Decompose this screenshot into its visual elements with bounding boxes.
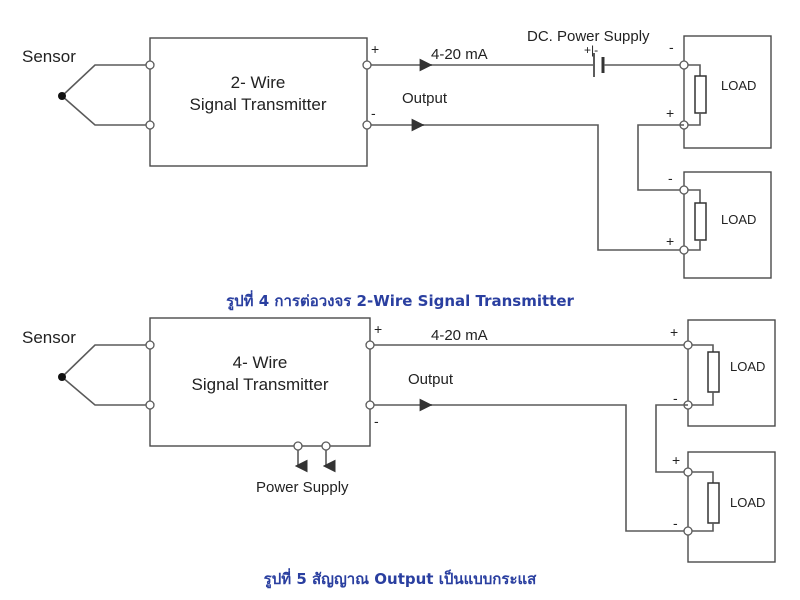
input-terminal-top [145,60,155,70]
output-terminal-minus [365,400,375,410]
plus-sign: + [374,321,382,337]
load2-resistor [707,482,720,524]
diagram-4-wire: Sensor 4- Wire Signal Transmitter + - Po… [22,317,776,589]
output-wire-minus [374,404,688,532]
load1-resistor [694,75,707,114]
load2-plus-sign: + [666,233,674,249]
load-box-1 [687,319,776,427]
load2-minus-sign: - [673,515,678,531]
output-label: Output [408,371,454,388]
current-label: 4-20 mA [431,327,488,344]
load2-terminal-plus [683,467,693,477]
input-terminal-bottom [145,120,155,130]
load1-minus-sign: - [673,390,678,406]
sensor-wire-top [61,344,150,378]
sensor-junction-dot [58,373,66,381]
caption-figure-5: รูปที่ 5 สัญญาณ Output เป็นแบบกระแส [264,568,538,589]
sensor-label: Sensor [22,328,76,347]
sensor-wire-bottom [61,376,150,406]
sensor-wire-bottom [61,95,150,126]
output-wire-minus [371,124,684,251]
load1-label: LOAD [730,359,765,374]
minus-sign: - [371,105,376,121]
transmitter-box-2wire [149,37,368,167]
load2-lead-bottom [688,523,714,532]
load2-lead-top [684,189,701,203]
load2-label: LOAD [730,495,765,510]
load-box-2 [687,451,776,563]
load1-lead-top [688,344,714,352]
load2-minus-sign: - [668,170,673,186]
load2-resistor [694,202,707,241]
output-label: Output [402,90,448,107]
load2-label: LOAD [721,212,756,227]
supply-polarity-label: +|- [584,43,598,57]
load2-terminal-minus [679,185,689,195]
load2-plus-sign: + [672,452,680,468]
load1-label: LOAD [721,78,756,93]
load1-terminal-minus [679,60,689,70]
power-supply-label: Power Supply [256,479,349,496]
load-series-link-2 [655,404,688,473]
load1-resistor [707,351,720,393]
input-terminal-bottom [145,400,155,410]
load2-lead-top [688,471,714,483]
transmitter-title-line1: 2- Wire [231,73,286,92]
output-terminal-plus [365,340,375,350]
current-label: 4-20 mA [431,46,488,63]
input-terminal-top [145,340,155,350]
transmitter-box-4wire [149,317,371,447]
transmitter-title-line1: 4- Wire [233,353,288,372]
load1-plus-sign: + [666,105,674,121]
load1-minus-sign: - [669,39,674,55]
load1-plus-sign: + [670,324,678,340]
output-terminal-plus [362,60,372,70]
load2-lead-bottom [684,240,701,251]
output-terminal-minus [362,120,372,130]
power-terminal-1 [293,441,303,451]
minus-sign: - [374,413,379,429]
sensor-wire-top [61,64,150,97]
load2-terminal-minus [683,526,693,536]
caption-figure-4: รูปที่ 4 การต่อวงจร 2-Wire Signal Transm… [226,290,574,311]
diagram-2-wire: Sensor 2- Wire Signal Transmitter + - 4-… [22,28,772,311]
plus-sign: + [371,41,379,57]
dc-supply-label: DC. Power Supply [527,28,650,45]
load1-lead-bottom [684,113,701,126]
transmitter-title-line2: Signal Transmitter [192,375,329,394]
load1-lead-top [684,64,701,76]
load2-terminal-plus [679,245,689,255]
transmitter-title-line2: Signal Transmitter [190,95,327,114]
load1-lead-bottom [688,392,714,406]
sensor-label: Sensor [22,47,76,66]
power-terminal-2 [321,441,331,451]
sensor-junction-dot [58,92,66,100]
load-series-link-1 [637,124,684,191]
load1-terminal-plus [683,340,693,350]
